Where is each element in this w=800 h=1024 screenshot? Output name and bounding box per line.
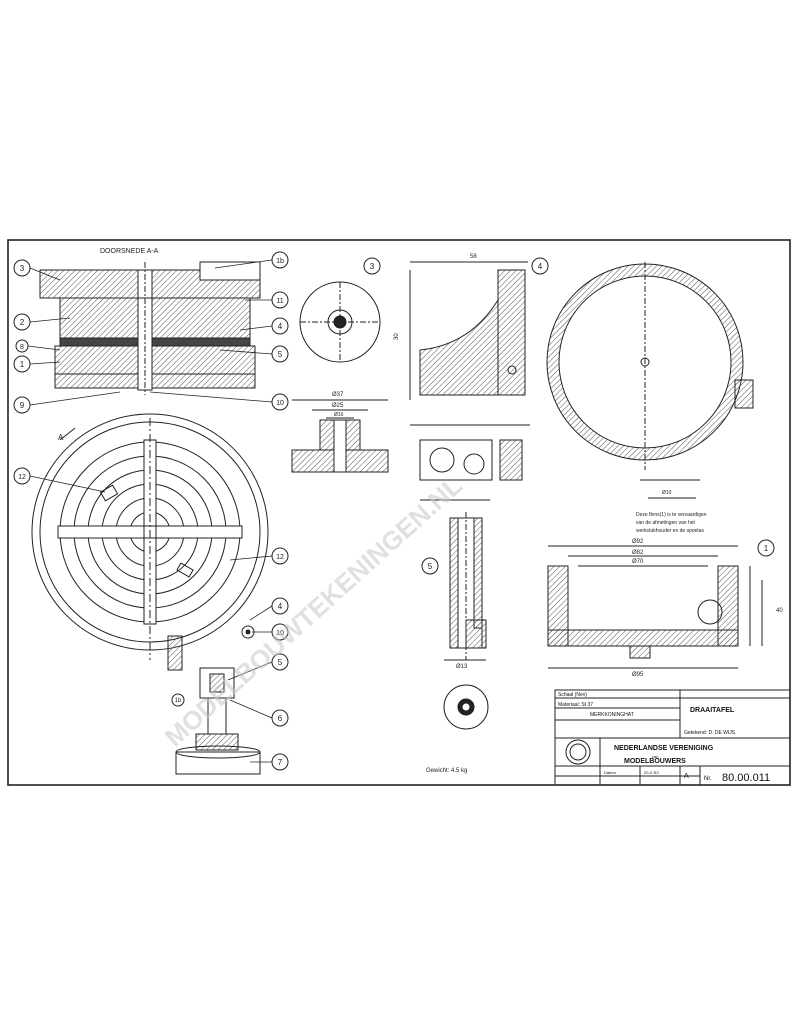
callout-3: 3 (20, 264, 25, 273)
spindle-and-handwheel (167, 625, 261, 775)
callout-3b: 3 (370, 262, 375, 271)
callout-6: 6 (278, 714, 283, 723)
section-title: DOORSNEDE A-A (100, 248, 159, 255)
plan-view-table (31, 413, 269, 660)
section-view-a-a: DOORSNEDE A-A (39, 248, 261, 395)
tb-date-label: Datum (604, 770, 616, 775)
flange-section (291, 399, 389, 473)
callout-1b-small: 1b (175, 698, 182, 704)
callout-5b: 5 (278, 658, 283, 667)
callout-10: 10 (276, 400, 284, 407)
dim-d25: Ø25 (332, 403, 344, 409)
callout-5c: 5 (428, 562, 433, 571)
tb-nr-label: Nr. (704, 776, 712, 782)
note-line-1: Deze flens(1) is te vervaardigen (636, 512, 707, 518)
callout-5: 5 (278, 350, 283, 359)
dim-d13: Ø13 (456, 664, 468, 670)
dim-58: 58 (470, 254, 477, 260)
title-block (554, 689, 791, 786)
bracket-part-4 (409, 257, 549, 400)
callout-10b: 10 (276, 630, 284, 637)
callout-8: 8 (20, 344, 24, 351)
shaft-part-5 (421, 512, 489, 730)
tb-sheet-marker: A (684, 773, 689, 780)
ring-part (546, 262, 754, 499)
tb-date: 20-2-'83 (644, 770, 659, 775)
block-part (410, 424, 530, 501)
tb-title: DRAAITAFEL (690, 707, 735, 714)
tb-row3: MERKKONINGHAT (590, 712, 634, 718)
dim-d92: Ø92 (632, 539, 644, 545)
callout-7: 7 (278, 758, 283, 767)
note-line-2: van de afmetingen van het (636, 520, 696, 526)
callout-4b: 4 (278, 602, 283, 611)
callout-12b: 12 (276, 554, 284, 561)
tb-tekenaar: Getekend: D. DE WIJS (684, 730, 736, 736)
watermark: MODELBOUWTEKENINGEN.NL (159, 470, 468, 752)
section-callouts (13, 251, 289, 414)
housing-section (547, 539, 775, 669)
note-text: Deze flens(1) is te vervaardigen van de … (636, 512, 707, 534)
callout-9: 9 (20, 401, 25, 410)
callout-2: 2 (20, 318, 25, 327)
sheet-border (7, 239, 791, 786)
tb-header-left: Schaal (Nev) (558, 692, 587, 698)
callout-1b: 1b (276, 258, 284, 265)
disc-part-3 (299, 257, 381, 363)
view-marker-a: A (58, 433, 64, 442)
callout-11: 11 (276, 298, 283, 305)
note-line-3: werkstukhouder en de spoelas (636, 528, 704, 534)
title-block-text: Schaal (Nev) Materiaal: St 37 MERKKONING… (558, 692, 770, 784)
dim-30: 30 (394, 333, 400, 340)
dim-d10: Ø10 (662, 490, 672, 496)
callout-1c: 1 (764, 544, 769, 553)
callout-1: 1 (20, 360, 25, 369)
callout-4: 4 (278, 322, 283, 331)
dim-d37: Ø37 (332, 392, 344, 398)
dim-d16: Ø16 (334, 412, 344, 418)
dim-40: 40 (776, 608, 783, 614)
tb-org-line2: MODELBOUWERS (624, 758, 686, 765)
gewicht-label: Gewicht: 4.5 kg (426, 768, 467, 774)
tb-org-suffix: van (652, 754, 658, 759)
dim-d70: Ø70 (632, 559, 644, 565)
dim-d95: Ø95 (632, 672, 644, 678)
callout-12: 12 (18, 474, 26, 481)
tb-org-line1: NEDERLANDSE VERENIGING (614, 745, 714, 752)
dim-d82: Ø82 (632, 550, 644, 556)
tb-material: Materiaal: St 37 (558, 702, 593, 708)
callout-4c: 4 (538, 262, 543, 271)
tb-number: 80.00.011 (722, 772, 770, 784)
